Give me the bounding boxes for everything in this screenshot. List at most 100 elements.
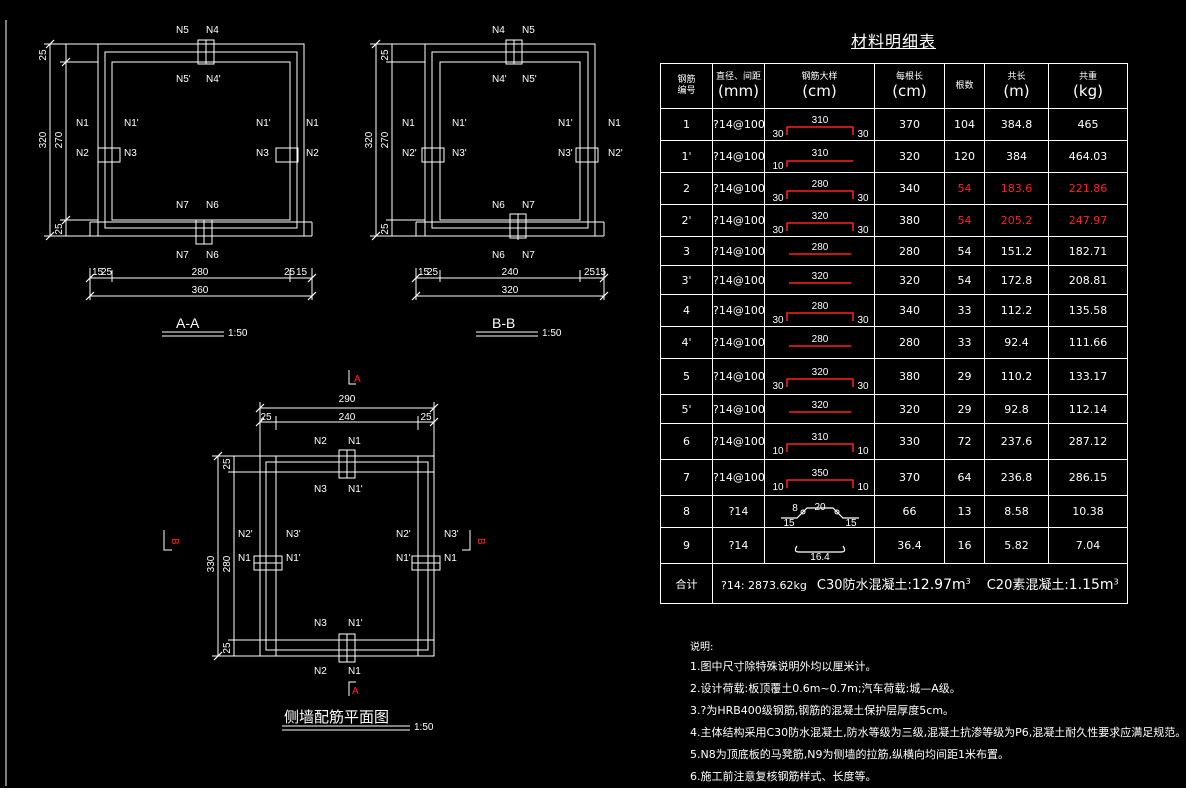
- rebar-line: [785, 311, 854, 321]
- shape-left: 10: [772, 161, 784, 172]
- table-header-label: 直径、间距: [715, 71, 761, 82]
- cell-weight: 133.17: [1048, 358, 1128, 395]
- cell-count: 29: [944, 394, 985, 424]
- cell-id: 4: [660, 294, 713, 327]
- plan-cut-top: A: [354, 374, 361, 385]
- table-header: 钢筋 编号: [660, 63, 713, 109]
- cell-total-length: 92.8: [984, 394, 1049, 424]
- cell-shape: 310 10: [764, 140, 875, 173]
- total-unit: m: [1099, 577, 1114, 593]
- cell-length: 340: [874, 172, 945, 205]
- bb-dim-bottom: 25: [380, 223, 391, 235]
- rebar-hook: [800, 509, 805, 514]
- cell-count: 64: [944, 459, 985, 496]
- aa-dim-top: 25: [38, 49, 49, 61]
- bb-dim-right-a: 25: [584, 267, 596, 278]
- bb-label: N1': [452, 118, 467, 129]
- section-bb: [370, 39, 605, 300]
- cell-id: 1: [660, 108, 713, 141]
- total-steel: ?14: 2873.62kg: [721, 579, 807, 592]
- note-item: 1.图中尺寸除特殊说明外均以厘米计。: [690, 660, 877, 673]
- aa-label: N1': [256, 118, 271, 129]
- bb-label: N1': [558, 118, 573, 129]
- cell-total-length: 384.8: [984, 108, 1049, 141]
- bb-dim-total-w: 320: [502, 285, 519, 296]
- section-aa: [44, 39, 313, 300]
- bb-scale: 1:50: [542, 328, 562, 339]
- shape-left: 30: [772, 193, 784, 204]
- cell-count: 33: [944, 294, 985, 327]
- cell-total-length: 5.82: [984, 527, 1049, 564]
- total-c20-label: C20素混凝土:: [986, 578, 1069, 593]
- table-header-unit: (cm): [892, 82, 927, 101]
- bb-dim-left-b: 25: [427, 267, 439, 278]
- plan-label: N2: [314, 666, 327, 677]
- plan-cut-right: B: [475, 538, 486, 545]
- aa-dim-left-a: 15: [92, 267, 104, 278]
- plan-label: N1': [286, 553, 301, 564]
- cell-total-length: 8.58: [984, 495, 1049, 528]
- bb-label: N4': [492, 74, 507, 85]
- shape-left: 30: [772, 129, 784, 140]
- cell-id: 7: [660, 459, 713, 496]
- cell-diameter: ?14@100: [712, 204, 765, 237]
- aa-label: N7: [176, 250, 189, 261]
- table-header-label: 共重: [1078, 71, 1097, 82]
- table-header: 根数: [944, 63, 985, 109]
- bb-label: N3': [558, 148, 573, 159]
- shape-top: 16.4: [810, 552, 830, 563]
- cell-id: 6: [660, 423, 713, 460]
- cell-count: 16: [944, 527, 985, 564]
- cell-id: 3: [660, 236, 713, 266]
- shape-top: 320: [811, 367, 828, 378]
- bb-label: N4: [492, 25, 505, 36]
- plan-dim-total-h: 330: [206, 555, 217, 572]
- rebar-line: [794, 545, 845, 553]
- cell-diameter: ?14: [712, 527, 765, 564]
- rebar-line: [785, 478, 854, 488]
- cell-shape: 280: [764, 326, 875, 359]
- rebar-line: [785, 221, 854, 231]
- cell-count: 72: [944, 423, 985, 460]
- cell-total-length: 205.2: [984, 204, 1049, 237]
- aa-dim-bottom: 25: [54, 223, 65, 235]
- aa-dim-inner: 280: [192, 267, 209, 278]
- plan-dim-left: 25: [260, 412, 272, 423]
- plan-scale: 1:50: [414, 722, 434, 733]
- table-header: 直径、间距(mm): [712, 63, 765, 109]
- table-header-unit: (kg): [1073, 82, 1103, 101]
- shape-right: 30: [857, 381, 869, 392]
- aa-dim-mid: 270: [54, 131, 65, 148]
- table-header-label: 每根长: [895, 71, 923, 82]
- shape-top: 320: [811, 211, 828, 222]
- plan-label: N2: [314, 436, 327, 447]
- shape-right: 30: [857, 129, 869, 140]
- shape-hook: 8: [792, 503, 798, 514]
- cell-diameter: ?14@100: [712, 265, 765, 295]
- shape-top: 310: [811, 148, 828, 159]
- cell-weight: 10.38: [1048, 495, 1128, 528]
- cell-weight: 464.03: [1048, 140, 1128, 173]
- cell-count: 33: [944, 326, 985, 359]
- aa-scale: 1:50: [228, 328, 248, 339]
- cell-total-length: 151.2: [984, 236, 1049, 266]
- shape-right: 30: [857, 315, 869, 326]
- bb-label: N7: [522, 250, 535, 261]
- plan-label: N3': [444, 529, 459, 540]
- cell-length: 280: [874, 236, 945, 266]
- note-item: 3.?为HRB400级钢筋,钢筋的混凝土保护层厚度5cm。: [690, 704, 955, 717]
- cell-weight: 111.66: [1048, 326, 1128, 359]
- shape-top: 280: [811, 301, 828, 312]
- shape-top: 280: [811, 334, 828, 345]
- cell-weight: 286.15: [1048, 459, 1128, 496]
- table-header-unit: (m): [1003, 82, 1030, 101]
- total-c30-value: 12.97: [911, 577, 952, 593]
